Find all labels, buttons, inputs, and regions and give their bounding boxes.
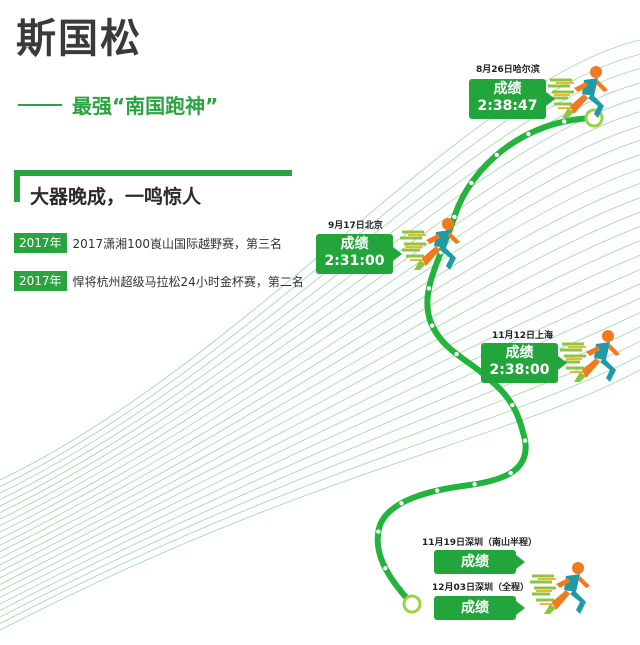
route-dot xyxy=(469,180,474,186)
achievement-year: 2017年 xyxy=(14,233,67,253)
route-dot xyxy=(494,152,500,158)
race-result-box: 成绩 2:38:47 xyxy=(469,79,555,119)
achievement-text: 悍将杭州超级马拉松24小时金杯赛，第二名 xyxy=(72,274,304,289)
page-subtitle: 最强“南国跑神” xyxy=(72,94,219,118)
fan-line xyxy=(0,312,640,605)
race-label: 11月19日深圳（南山半程） xyxy=(422,538,538,548)
fan-line xyxy=(0,369,640,631)
runner-icon xyxy=(548,66,608,118)
achievement-item: 2017年 2017潇湘100崀山国际越野赛，第三名 xyxy=(14,233,282,253)
race-label: 9月17日北京 xyxy=(328,221,383,231)
runner-icon xyxy=(530,562,590,614)
achievement-text: 2017潇湘100崀山国际越野赛，第三名 xyxy=(72,236,282,251)
route-dot xyxy=(383,566,388,571)
race-result-box: 成绩2:39:00 xyxy=(434,596,525,640)
route-dot xyxy=(562,119,567,124)
fan-line xyxy=(0,240,640,572)
route-dot xyxy=(376,529,381,534)
race-result-box: 成绩 2:38:00 xyxy=(481,343,567,383)
fan-line xyxy=(0,183,640,546)
race-result-box: 成绩 2:31:00 xyxy=(316,234,402,274)
fan-line xyxy=(0,97,640,507)
fan-line xyxy=(0,226,640,566)
section-title: 大器晚成，一鸣惊人 xyxy=(30,186,202,208)
achievement-item: 2017年 悍将杭州超级马拉松24小时金杯赛，第二名 xyxy=(14,271,304,291)
fan-line xyxy=(0,254,640,579)
fan-line xyxy=(0,355,640,624)
race-result-title: 成绩 xyxy=(493,81,522,97)
fan-line xyxy=(0,82,640,500)
fan-line xyxy=(0,39,640,481)
fan-line xyxy=(0,140,640,527)
route-dot xyxy=(426,286,432,291)
fan-line xyxy=(0,168,640,540)
section-bar xyxy=(14,170,292,176)
route-dot xyxy=(429,323,435,328)
race-result-box: 成绩1:11:00 xyxy=(434,550,525,594)
fan-line xyxy=(0,154,640,533)
route-dot xyxy=(526,131,531,137)
subtitle-dash xyxy=(18,104,62,106)
race-label: 8月26日哈尔滨 xyxy=(476,65,540,75)
route-dot xyxy=(452,214,457,220)
route-dot xyxy=(522,438,528,443)
race-result-time: 2:38:00 xyxy=(489,362,550,378)
race-label: 11月12日上海 xyxy=(492,331,554,341)
route-dot xyxy=(510,402,515,408)
fan-line xyxy=(0,269,640,585)
route-dot xyxy=(399,500,404,506)
route-dot xyxy=(508,470,513,476)
runner-icon xyxy=(400,218,460,270)
route-dot xyxy=(434,488,440,493)
route-dot xyxy=(454,351,459,357)
fan-line xyxy=(0,297,640,598)
route-dot xyxy=(472,482,477,487)
race-result-time: 2:38:47 xyxy=(477,98,538,114)
page-title: 斯国松 xyxy=(16,16,142,62)
achievement-year: 2017年 xyxy=(14,271,67,291)
runner-icon xyxy=(560,330,620,382)
route-path xyxy=(374,115,597,607)
fan-line xyxy=(0,111,640,513)
section-corner xyxy=(14,170,20,202)
route-end-marker-icon xyxy=(402,594,422,614)
fan-line xyxy=(0,197,640,553)
fan-line xyxy=(0,125,640,520)
fan-line xyxy=(0,283,640,592)
race-result-title: 成绩 xyxy=(340,236,369,252)
fan-line xyxy=(0,211,640,559)
race-result-title: 成绩 xyxy=(505,345,534,361)
race-label: 12月03日深圳（全程） xyxy=(432,583,530,593)
race-result-time: 2:31:00 xyxy=(324,253,385,269)
